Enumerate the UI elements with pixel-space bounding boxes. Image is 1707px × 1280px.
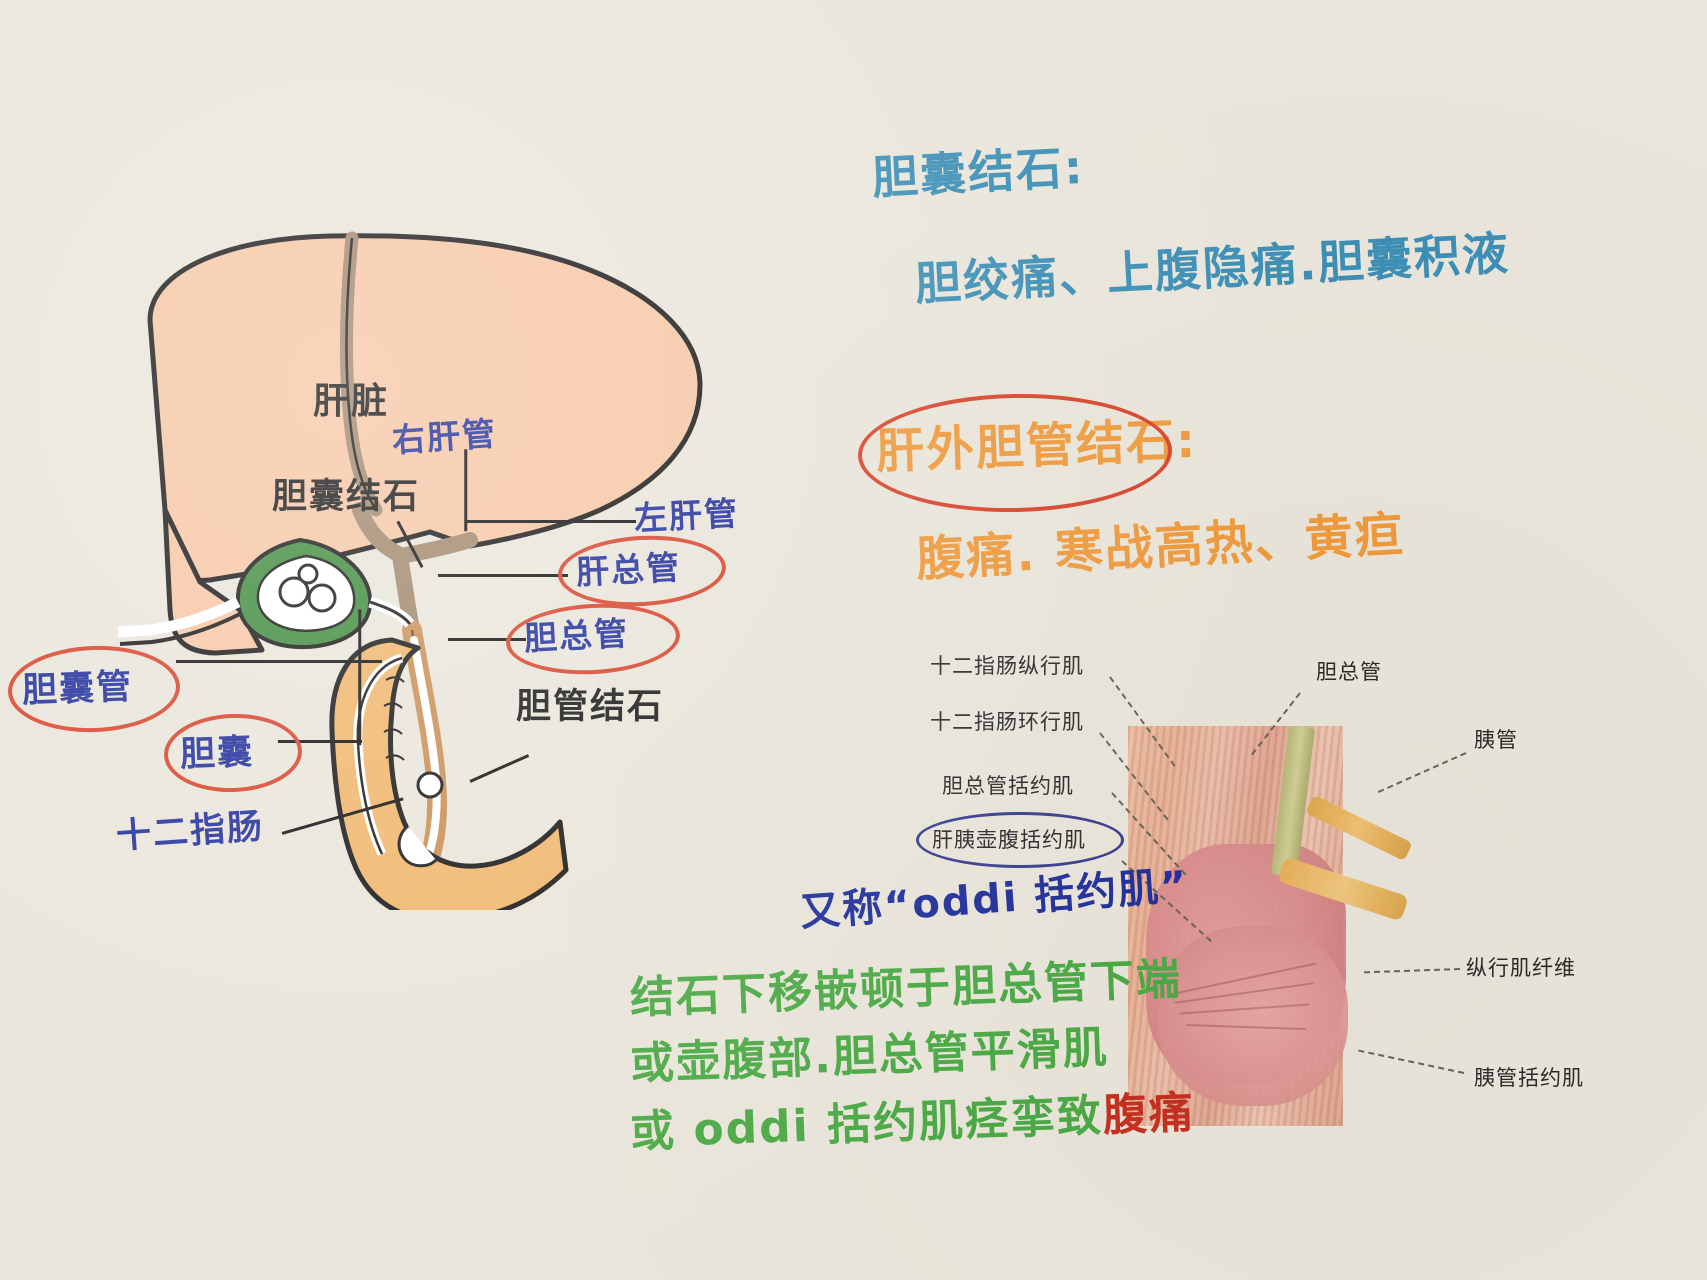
ampulla-region [1158,926,1348,1106]
cystic-duct-junction-outline [369,600,412,625]
label-right-hepatic-duct: 右肝管 [390,407,498,462]
gallstone [307,583,337,613]
note-green-line2-text: 或壶腹部.胆总管平滑肌 [629,1022,1110,1090]
note-gallstone-symptoms: 胆绞痛、上腹隐痛.胆囊积液 [913,217,1511,314]
label-gallbladder-text: 胆囊 [179,732,255,775]
label-left-hepatic-duct: 左肝管 [633,487,740,540]
inset-label-hepatopancreatic-ampulla-sphincter: 肝胰壶腹括约肌 [932,824,1086,854]
label-cystic-duct-text: 胆囊管 [21,667,134,711]
falciform-groove-line [345,237,378,511]
inset-label-pancreatic-duct-text: 胰管 [1474,728,1518,752]
inset-label-longitudinal-muscle-fiber-text: 纵行肌纤维 [1466,956,1576,980]
leader-line-common-bile [448,638,526,641]
note-extrahepatic-heading-text: 肝外胆管结石: [875,412,1199,480]
gallstone [297,563,319,585]
cystic-duct-fill [117,597,241,638]
label-liver-text: 肝脏 [313,381,390,422]
note-gallstone-heading: 胆囊结石: [870,131,1086,208]
inset-label-pancreatic-duct-sphincter-text: 胰管括约肌 [1474,1066,1584,1090]
label-common-bile-duct-text: 胆总管 [523,613,631,658]
note-extrahepatic-symptoms-text: 腹痛. 寒战高热、黄疸 [914,506,1407,588]
duodenal-papilla [397,824,438,868]
leader-line-right-hepatic [464,449,468,532]
duct-stone [416,771,444,799]
inset-label-common-bile-duct: 胆总管 [1316,656,1382,686]
liver-shape [147,233,703,585]
inset-label-pancreatic-duct-sphincter: 胰管括约肌 [1474,1062,1584,1092]
label-common-bile-duct: 胆总管 [523,607,630,660]
inset-label-common-bile-duct-text: 胆总管 [1316,660,1382,684]
inset-label-duodenal-longitudinal-muscle: 十二指肠纵行肌 [930,650,1084,680]
label-gallbladder: 胆囊 [179,723,255,777]
leader-line-common-hepatic [438,574,568,577]
label-duodenum-text: 十二指肠 [114,806,266,857]
note-gallstone-heading-text: 胆囊结石: [870,139,1086,205]
label-common-hepatic-duct: 肝总管 [575,541,682,594]
duodenum-shape [329,637,569,910]
inset-label-cbd-sphincter: 胆总管括约肌 [942,770,1074,800]
label-liver: 肝脏 [313,372,389,424]
inset-label-duodenal-longitudinal-muscle-text: 十二指肠纵行肌 [930,654,1084,678]
leader-line-cystic-duct [176,660,382,663]
cystic-duct-edge [119,612,241,646]
label-duodenum: 十二指肠 [114,798,265,859]
gallstone [278,576,310,608]
note-green-line3a-text: 或 oddi 括约肌痉挛致 [629,1090,1104,1158]
label-bile-duct-stone: 胆管结石 [516,678,664,729]
inset-label-longitudinal-muscle-fiber: 纵行肌纤维 [1466,952,1576,982]
label-cystic-duct: 胆囊管 [21,658,134,713]
inset-label-hepatopancreatic-ampulla-sphincter-text: 肝胰壶腹括约肌 [932,828,1086,852]
sphincter-of-oddi-photo [1128,726,1458,1126]
note-extrahepatic-heading: 肝外胆管结石: [875,401,1198,482]
leader-line-gallbladder-vert [358,609,362,746]
note-gallstone-symptoms-text: 胆绞痛、上腹隐痛.胆囊积液 [913,225,1512,311]
biliary-anatomy-illustration [117,231,703,910]
leader-line-gallbladder [278,740,362,743]
inset-label-pancreatic-duct: 胰管 [1474,724,1518,754]
label-left-hepatic-duct-text: 左肝管 [633,493,741,538]
label-bile-duct-stone-text: 胆管结石 [516,687,665,727]
duodenal-villi [383,676,405,761]
label-right-hepatic-duct-text: 右肝管 [390,413,499,460]
inset-label-duodenal-circular-muscle-text: 十二指肠环行肌 [930,710,1084,734]
label-gallstone: 胆囊结石 [272,468,420,519]
note-green-line3b-text: 腹痛 [1101,1087,1196,1142]
leader-line-left-hepatic [466,520,636,523]
inset-label-duodenal-circular-muscle: 十二指肠环行肌 [930,706,1084,736]
label-common-hepatic-duct-text: 肝总管 [575,547,683,592]
note-extrahepatic-symptoms: 腹痛. 寒战高热、黄疸 [914,494,1406,589]
inset-label-cbd-sphincter-text: 胆总管括约肌 [942,774,1074,798]
label-gallstone-text: 胆囊结石 [272,477,421,517]
